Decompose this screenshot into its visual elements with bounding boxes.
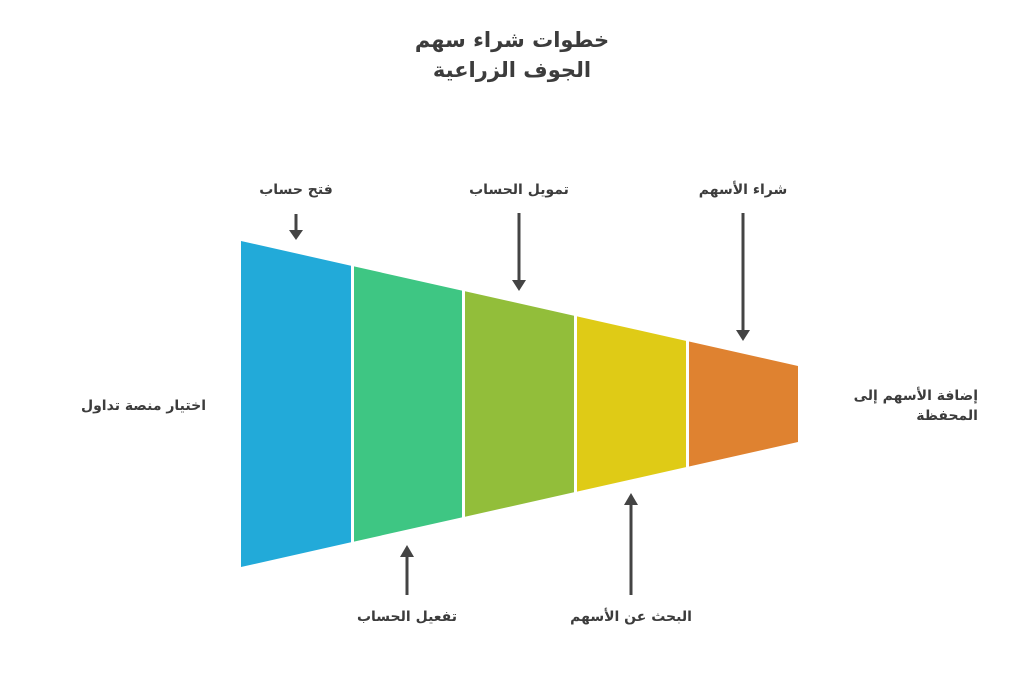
label-fund-account: تمويل الحساب bbox=[469, 182, 569, 198]
label-add-to-portfolio-line2: المحفظة bbox=[916, 408, 978, 424]
label-search-shares: البحث عن الأسهم bbox=[570, 609, 692, 625]
title-line-2: الجوف الزراعية bbox=[432, 58, 592, 82]
funnel-segment-3 bbox=[465, 291, 574, 517]
label-buy-shares: شراء الأسهم bbox=[698, 182, 788, 198]
arrow-up-icon bbox=[400, 545, 414, 595]
title-line-1: خطوات شراء سهم bbox=[414, 28, 610, 52]
funnel-segment-2 bbox=[354, 266, 462, 542]
arrow-down-icon bbox=[512, 213, 526, 291]
label-add-to-portfolio-line1: إضافة الأسهم إلى bbox=[853, 388, 978, 404]
arrow-down-icon bbox=[289, 214, 303, 240]
label-open-account: فتح حساب bbox=[259, 182, 333, 198]
funnel-segment-4 bbox=[577, 316, 686, 492]
label-choose-platform: اختيار منصة تداول bbox=[80, 398, 206, 414]
funnel-segment-1 bbox=[241, 241, 351, 567]
funnel-segment-5 bbox=[689, 341, 798, 467]
arrow-up-icon bbox=[624, 493, 638, 595]
arrow-down-icon bbox=[736, 213, 750, 341]
label-activate-account: تفعيل الحساب bbox=[356, 609, 458, 625]
